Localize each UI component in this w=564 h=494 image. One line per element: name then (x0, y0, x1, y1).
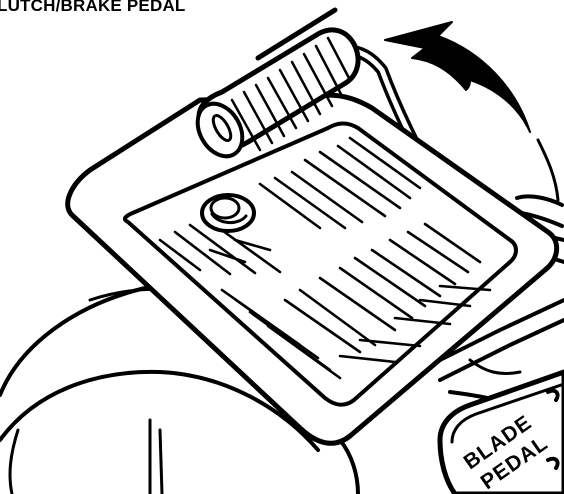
blade-pedal-decal: BLADE PEDAL (440, 372, 564, 494)
figure-title: LUTCH/BRAKE PEDAL (0, 0, 186, 16)
bolt (202, 195, 254, 231)
pedal-plate (68, 95, 557, 443)
